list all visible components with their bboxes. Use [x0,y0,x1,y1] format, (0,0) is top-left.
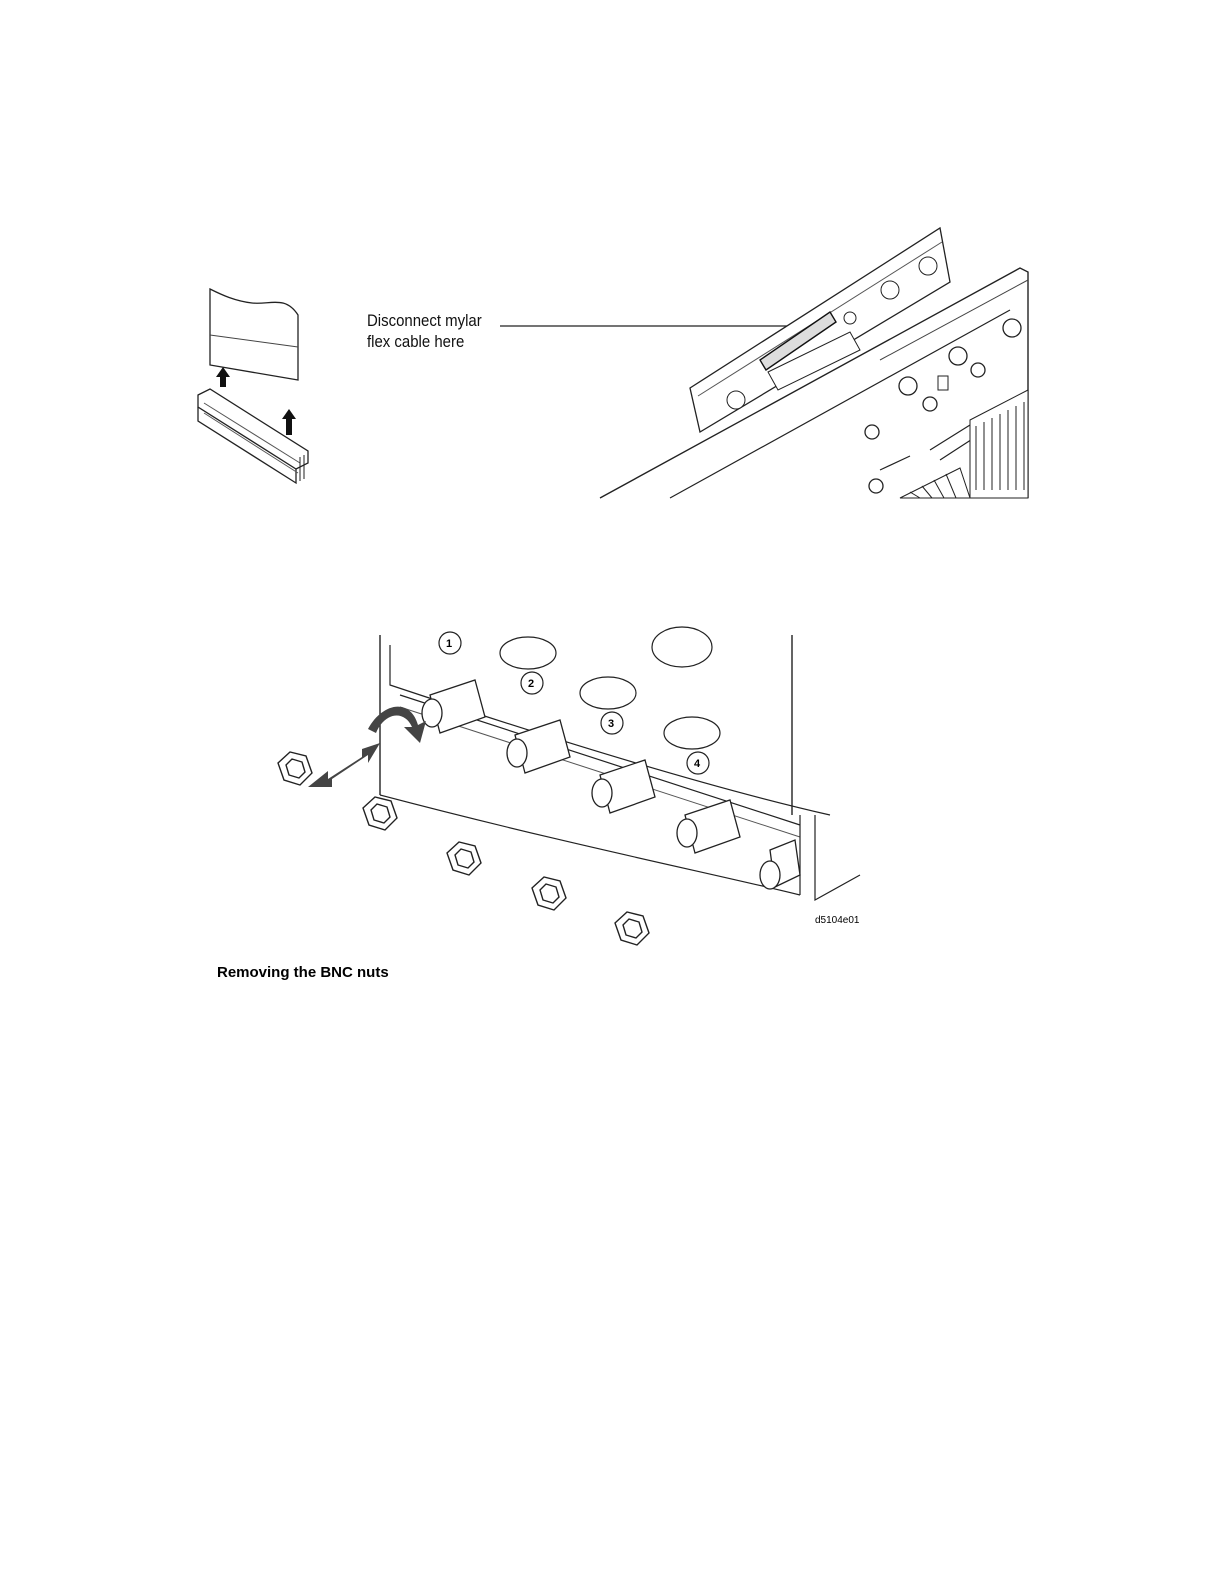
channel-label-4: 4 [694,758,701,770]
removal-arrows [308,707,426,787]
bnc-panel-drawing: 1 2 3 4 [270,625,870,960]
connector-detail-drawing [190,285,320,485]
channel-label-2: 2 [528,678,534,690]
instrument-interior-drawing [500,220,1030,500]
figure-code: d5104e01 [815,915,860,926]
callout-line-1: Disconnect mylar [367,310,482,331]
channel-label-1: 1 [446,638,452,650]
channel-label-3: 3 [608,718,614,730]
hex-nuts [278,752,649,945]
callout-line-2: flex cable here [367,331,482,352]
callout-text: Disconnect mylar flex cable here [367,310,482,352]
figure-caption: Removing the BNC nuts [217,964,389,981]
